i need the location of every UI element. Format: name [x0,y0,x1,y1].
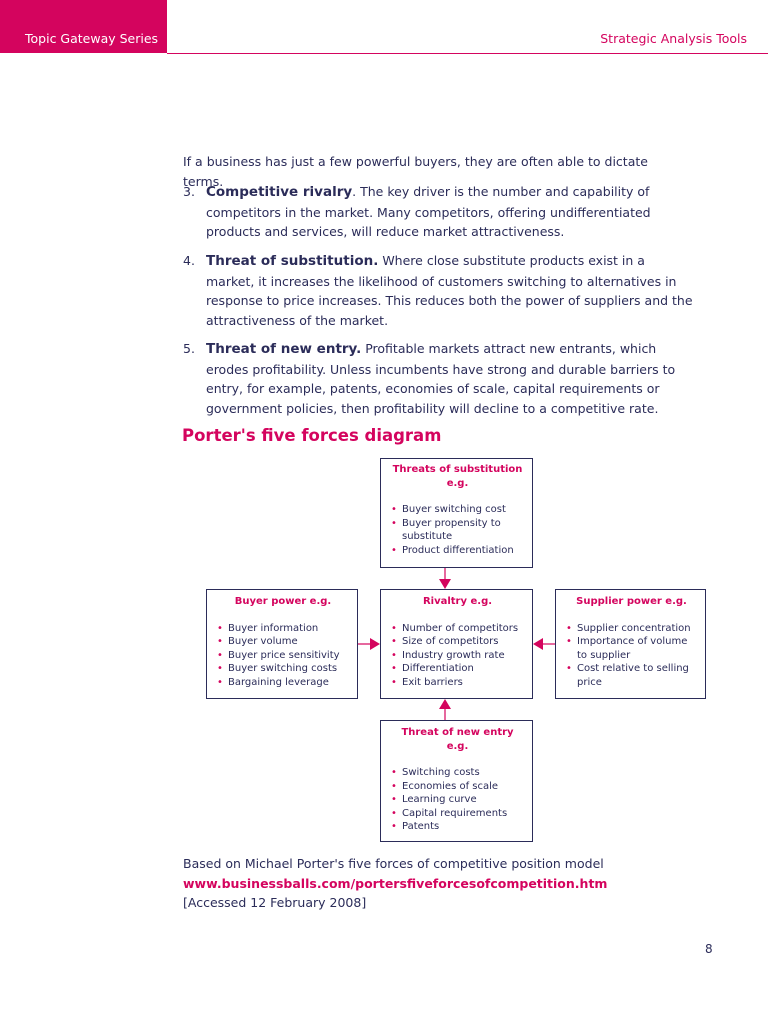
bullet-list: Number of competitors Size of competitor… [389,622,526,690]
list-item-heading: Threat of new entry. [206,341,362,357]
rivalry-box: Rivaltry e.g. Number of competitors Size… [380,589,533,699]
buyer-power-box: Buyer power e.g. Buyer information Buyer… [206,589,358,699]
page-number: 8 [705,942,713,956]
bullet-item: Bargaining leverage [215,676,351,690]
bullet-item: Industry growth rate [389,649,526,663]
bullet-item: Economies of scale [389,780,526,794]
bullet-item: Number of competitors [389,622,526,636]
list-item-text: . The key driver is the number and capab… [206,184,651,239]
bullet-item: Product differentiation [389,544,526,558]
box-title: Threats of substitution e.g. [392,464,523,489]
header-document-title: Strategic Analysis Tools [600,31,747,46]
list-item-threat-of-substitution: 4. Threat of substitution. Where close s… [183,251,693,330]
source-line: Based on Michael Porter's five forces of… [183,856,604,871]
list-item-number: 5. [183,341,195,356]
bullet-item: Learning curve [389,793,526,807]
section-title: Porter's five forces diagram [182,426,442,445]
bullet-list: Supplier concentration Importance of vol… [564,622,699,690]
bullet-list: Buyer switching cost Buyer propensity to… [389,503,526,557]
bullet-item: Size of competitors [389,635,526,649]
bullet-item: Buyer price sensitivity [215,649,351,663]
threat-of-new-entry-box: Threat of new entry e.g. Switching costs… [380,720,533,842]
bullet-item: Patents [389,820,526,834]
bullet-list: Buyer information Buyer volume Buyer pri… [215,622,351,690]
bullet-item: Cost relative to selling price [564,662,699,689]
bullet-item: Buyer switching cost [389,503,526,517]
list-item-heading: Threat of substitution. [206,253,379,269]
source-link[interactable]: www.businessballs.com/portersfiveforceso… [183,875,608,891]
arrow-supplier-to-rivalry [533,638,555,650]
arrow-buyer-to-rivalry [358,638,380,650]
bullet-item: Supplier concentration [564,622,699,636]
list-item-threat-of-new-entry: 5. Threat of new entry. Profitable marke… [183,339,693,418]
box-title: Supplier power e.g. [576,596,687,607]
box-title: Rivaltry e.g. [422,596,493,607]
arrow-bottom-to-rivalry [439,699,451,720]
list-item-competitive-rivalry: 3. Competitive rivalry. The key driver i… [183,182,693,242]
list-item-number: 4. [183,253,195,268]
list-item-text: Profitable markets attract new entrants,… [206,341,676,416]
box-title: Threat of new entry e.g. [401,727,514,752]
source-citation: Based on Michael Porter's five forces of… [183,854,703,913]
bullet-item: Buyer information [215,622,351,636]
header-series-label: Topic Gateway Series [0,0,167,53]
bullet-item: Buyer propensity to substitute [389,517,526,544]
box-title: Buyer power e.g. [234,596,332,607]
bullet-item: Buyer volume [215,635,351,649]
bullet-item: Differentiation [389,662,526,676]
threats-of-substitution-box: Threats of substitution e.g. Buyer switc… [380,458,533,568]
supplier-power-box: Supplier power e.g. Supplier concentrati… [555,589,706,699]
bullet-item: Importance of volume to supplier [564,635,699,662]
bullet-list: Switching costs Economies of scale Learn… [389,766,526,834]
list-item-text: Where close substitute products exist in… [206,253,693,328]
intro-paragraph: If a business has just a few powerful bu… [183,154,648,189]
list-item-heading: Competitive rivalry [206,184,353,200]
bullet-item: Switching costs [389,766,526,780]
bullet-item: Capital requirements [389,807,526,821]
header-divider [167,53,768,54]
bullet-item: Buyer switching costs [215,662,351,676]
arrow-top-to-rivalry [439,568,451,589]
bullet-item: Exit barriers [389,676,526,690]
list-item-number: 3. [183,184,195,199]
source-accessed-date: [Accessed 12 February 2008] [183,895,367,910]
